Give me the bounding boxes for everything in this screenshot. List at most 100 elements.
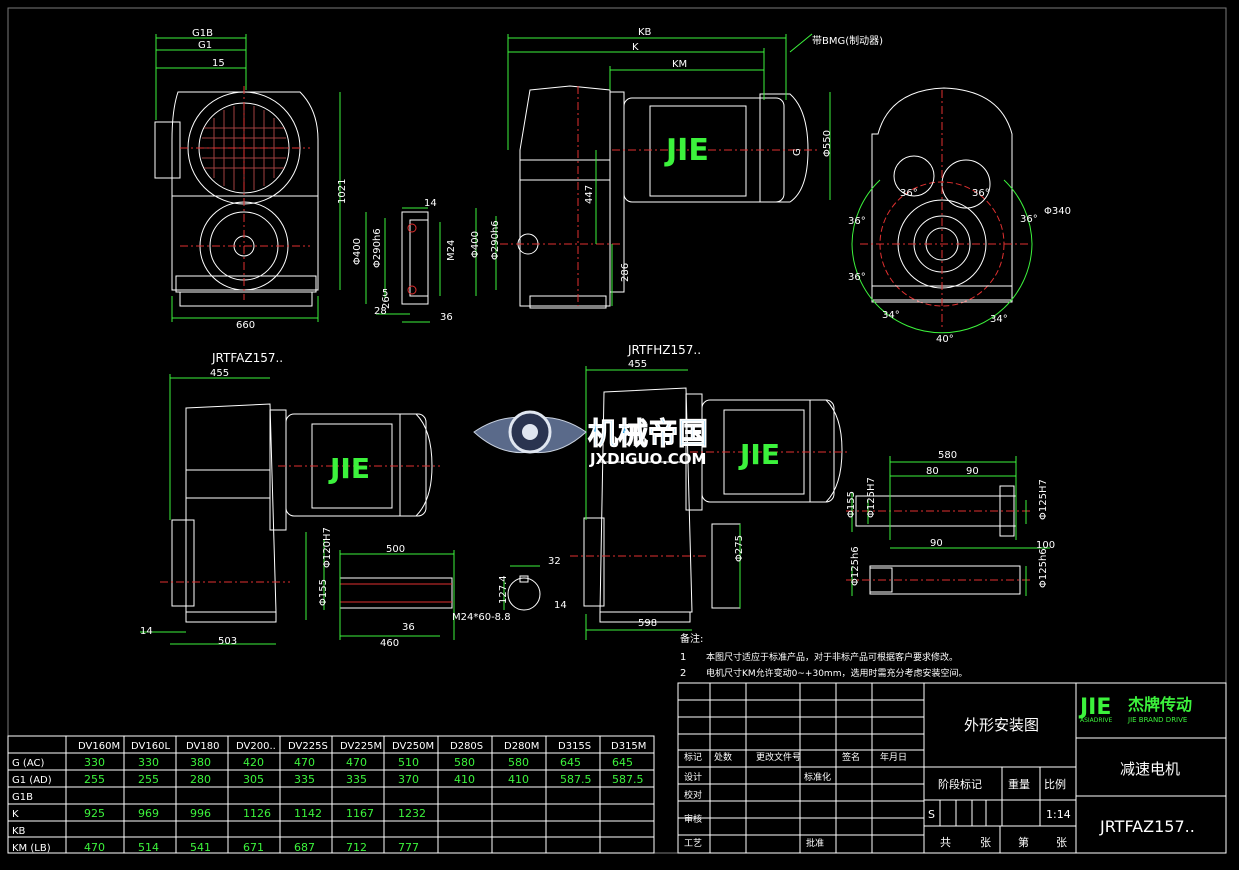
table-cell: 580: [454, 756, 475, 769]
dim-127-4: 127.4: [498, 575, 509, 604]
note-2-num: 2: [680, 668, 686, 679]
motor-logo-top: JIE: [664, 133, 709, 168]
row-label: KM (LB): [12, 843, 51, 854]
dim-290h6-detail: Φ290h6: [372, 228, 383, 268]
table-cell: 335: [346, 773, 367, 786]
table-cell: 514: [138, 841, 159, 854]
dim-80: 80: [926, 466, 939, 477]
title-jrtfhz: JRTFHZ157..: [627, 343, 701, 357]
table-cell: 1142: [294, 807, 322, 820]
sheet-no-label: 第: [1018, 835, 1029, 849]
table-cell: 420: [243, 756, 264, 769]
table-cell: 305: [243, 773, 264, 786]
dims-front-left: [155, 34, 341, 322]
label-stage: 阶段标记: [938, 777, 982, 791]
role-process: 工艺: [684, 838, 702, 849]
role-design: 设计: [684, 771, 702, 783]
company-sub2: JIE BRAND DRIVE: [1127, 716, 1187, 724]
note-1-num: 1: [680, 652, 686, 663]
dim-580: 580: [938, 450, 957, 461]
col-header: D280S: [450, 741, 483, 752]
row-label: G1 (AD): [12, 775, 52, 786]
rev-header-date: 年月日: [880, 751, 907, 763]
drawing-name: 外形安装图: [964, 716, 1039, 734]
dim-g: G: [792, 148, 803, 156]
col-header: D315S: [558, 741, 591, 752]
note-2-text: 电机尺寸KM允许变动0~+30mm，选用时需充分考虑安装空间。: [706, 667, 967, 679]
dim-k: K: [632, 42, 639, 53]
dim-g1: G1: [198, 40, 212, 51]
table-cell: 996: [190, 807, 211, 820]
table-cell: 255: [84, 773, 105, 786]
dim-26: 26: [381, 296, 392, 309]
table-cell: 470: [84, 841, 105, 854]
row-label: G (AC): [12, 758, 44, 769]
dim-290h6-mid: Φ290h6: [490, 220, 501, 260]
table-cell: 969: [138, 807, 159, 820]
dim-447: 447: [584, 185, 595, 204]
dim-275: Φ275: [734, 535, 745, 562]
dim-550: Φ550: [822, 130, 833, 157]
view-shaft-detail: [401, 211, 429, 305]
table-cell: 1126: [243, 807, 271, 820]
dim-503: 503: [218, 636, 237, 647]
table-cell: 645: [560, 756, 581, 769]
dims-bottom-middle: [585, 366, 741, 640]
centerlines-end-right: [860, 90, 1030, 330]
table-cell: 777: [398, 841, 419, 854]
table-cell: 470: [346, 756, 367, 769]
dim-32: 32: [548, 556, 561, 567]
company-name: 杰牌传动: [1128, 695, 1192, 714]
row-label: K: [12, 809, 19, 820]
title-jrtfaz: JRTFAZ157..: [211, 351, 283, 365]
angle-36-d: 36°: [1020, 214, 1038, 225]
dim-36-shaft: 36: [402, 622, 415, 633]
sheets-total-label: 共: [940, 836, 951, 849]
table-cell: 410: [508, 773, 529, 786]
col-header: DV225M: [340, 741, 382, 752]
dim-455-mid: 455: [628, 359, 647, 370]
table-cell: 712: [346, 841, 367, 854]
table-cell: 330: [84, 756, 105, 769]
dim-125h6-b: Φ125h6: [1038, 548, 1049, 588]
centerlines-bottom-middle: [570, 451, 850, 557]
rev-header-doc: 更改文件号: [756, 751, 801, 763]
centerlines-front-left: [180, 86, 310, 300]
sheets-total-unit: 张: [980, 836, 991, 849]
dim-125h7-a: Φ125H7: [866, 477, 877, 518]
watermark-logo: [473, 410, 587, 454]
dim-286: 286: [620, 263, 631, 282]
table-cell: 280: [190, 773, 211, 786]
table-cell: 1232: [398, 807, 426, 820]
dim-28: 28: [374, 306, 387, 317]
centerlines-bottom-left: [160, 465, 440, 583]
dim-1021: 1021: [337, 179, 348, 204]
dim-36-detail: 36: [440, 312, 453, 323]
table-cell: 510: [398, 756, 419, 769]
table-cell: 541: [190, 841, 211, 854]
role-check: 校对: [684, 789, 702, 801]
row-label: G1B: [12, 792, 33, 803]
dim-455-left: 455: [210, 368, 229, 379]
notes-title: 备注:: [680, 632, 703, 645]
table-cell: 380: [190, 756, 211, 769]
angle-36-a: 36°: [900, 188, 918, 199]
stage-value: S: [928, 808, 935, 821]
thread-m24: M24*60-8.8: [452, 612, 511, 623]
dim-14-shaft: 14: [554, 600, 567, 611]
dims-bottom-right: [851, 456, 1050, 596]
dim-400-mid: Φ400: [470, 231, 481, 258]
dim-m24: M24: [446, 240, 457, 261]
dims-bottom-left: [140, 374, 325, 645]
dim-125h6-a: Φ125h6: [850, 546, 861, 586]
dims-bottom-shaft: [339, 550, 540, 640]
label-scale: 比例: [1044, 777, 1066, 791]
col-header: DV160L: [131, 741, 170, 752]
table-cell: 925: [84, 807, 105, 820]
angle-34-a: 34°: [882, 310, 900, 321]
col-header: DV225S: [288, 741, 328, 752]
dim-155-right: Φ155: [846, 491, 857, 518]
model-name: JRTFAZ157..: [1099, 817, 1195, 836]
company-logo: JIE: [1078, 695, 1111, 720]
dim-15: 15: [212, 58, 225, 69]
